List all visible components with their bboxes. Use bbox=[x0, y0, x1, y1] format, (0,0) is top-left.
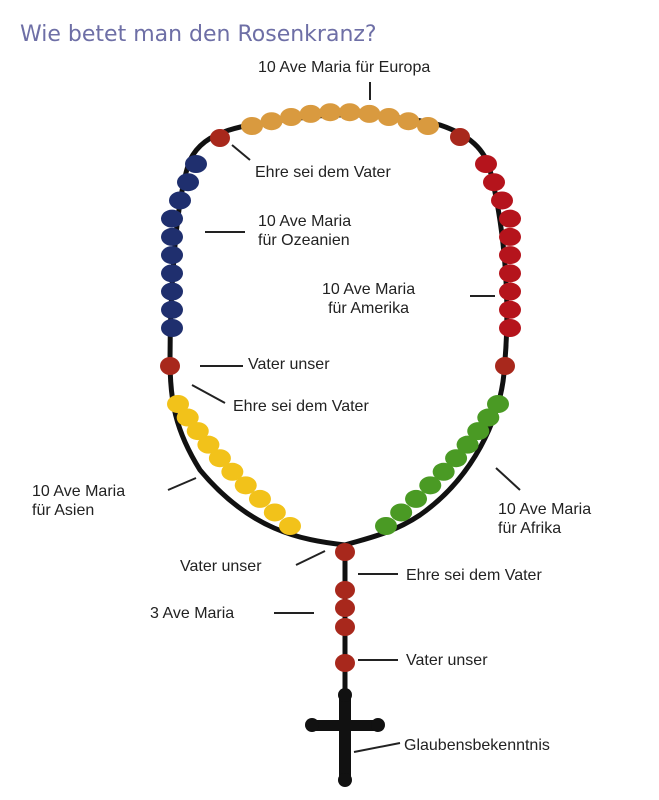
label-line: für Afrika bbox=[498, 520, 562, 537]
bead-amerika bbox=[499, 282, 521, 301]
bead-vater-unser bbox=[210, 129, 230, 147]
bead-ave-maria bbox=[335, 599, 355, 617]
label-glaubens: Glaubensbekenntnis bbox=[404, 737, 550, 754]
bead-amerika bbox=[483, 173, 505, 192]
label-vater-center: Vater unser bbox=[180, 558, 262, 575]
bead-vater-unser bbox=[335, 543, 355, 561]
cross-vertical bbox=[339, 695, 351, 780]
bead-europa bbox=[377, 108, 400, 127]
bead-asien bbox=[279, 517, 301, 535]
bead-amerika bbox=[499, 300, 521, 319]
bead-afrika bbox=[445, 449, 468, 468]
label-ehre-left: Ehre sei dem Vater bbox=[233, 398, 369, 415]
cross-knob bbox=[338, 773, 352, 787]
bead-europa bbox=[260, 112, 283, 131]
bead-ozeanien bbox=[161, 264, 183, 283]
label-ehre-top: Ehre sei dem Vater bbox=[255, 164, 391, 181]
bead-afrika bbox=[477, 408, 500, 427]
bead-ozeanien bbox=[161, 209, 183, 228]
bead-ave-maria bbox=[335, 581, 355, 599]
bead-afrika bbox=[456, 435, 479, 454]
bead-amerika bbox=[499, 319, 521, 337]
label-line: 10 Ave Maria bbox=[322, 281, 416, 298]
bead-europa bbox=[280, 108, 303, 127]
bead-europa bbox=[241, 117, 263, 135]
bead-europa bbox=[358, 104, 381, 123]
cross-horizontal bbox=[312, 720, 378, 731]
label-three-ave: 3 Ave Maria bbox=[150, 605, 235, 622]
bead-ozeanien bbox=[161, 246, 183, 265]
pointer-line bbox=[231, 144, 251, 161]
label-line: 10 Ave Maria bbox=[498, 501, 592, 518]
bead-europa bbox=[417, 117, 439, 135]
bead-vater-unser bbox=[160, 357, 180, 375]
label-line: für Amerika bbox=[328, 300, 409, 317]
bead-afrika bbox=[390, 503, 413, 522]
label-line: 10 Ave Maria bbox=[32, 483, 126, 500]
bead-europa bbox=[397, 112, 420, 131]
bead-asien bbox=[263, 503, 286, 522]
pointer-line bbox=[495, 467, 521, 491]
label-ehre-pendant: Ehre sei dem Vater bbox=[406, 567, 542, 584]
bead-vater-unser bbox=[335, 654, 355, 672]
bead-ozeanien bbox=[177, 173, 199, 192]
cross-knob bbox=[305, 718, 319, 732]
bead-amerika bbox=[491, 191, 513, 210]
bead-europa bbox=[319, 103, 342, 122]
bead-afrika bbox=[405, 489, 428, 508]
label-ozeanien: 10 Ave Maria für Ozeanien bbox=[258, 212, 351, 250]
pointer-line bbox=[167, 477, 197, 491]
page-title: Wie betet man den Rosenkranz? bbox=[20, 22, 377, 47]
cross-knob bbox=[338, 688, 352, 702]
label-europa: 10 Ave Maria für Europa bbox=[258, 59, 431, 76]
bead-asien bbox=[208, 449, 231, 468]
bead-vater-unser bbox=[495, 357, 515, 375]
bead-asien bbox=[167, 395, 189, 413]
bead-asien bbox=[197, 435, 220, 454]
cross-knob bbox=[371, 718, 385, 732]
bead-asien bbox=[186, 422, 209, 441]
label-amerika: 10 Ave Maria für Amerika bbox=[322, 280, 415, 318]
pointer-line bbox=[295, 550, 326, 566]
pointer-line bbox=[191, 384, 226, 404]
bead-afrika bbox=[487, 395, 509, 413]
bead-ozeanien bbox=[161, 319, 183, 337]
bead-asien bbox=[176, 408, 199, 427]
bead-amerika bbox=[499, 227, 521, 246]
bead-amerika bbox=[475, 155, 497, 173]
bead-ozeanien bbox=[161, 282, 183, 301]
label-afrika: 10 Ave Maria für Afrika bbox=[498, 500, 591, 538]
bead-ozeanien bbox=[161, 300, 183, 319]
bead-ave-maria bbox=[335, 618, 355, 636]
label-vater-pendant: Vater unser bbox=[406, 652, 488, 669]
bead-amerika bbox=[499, 264, 521, 283]
pointer-line bbox=[353, 742, 401, 753]
bead-amerika bbox=[499, 246, 521, 265]
bead-afrika bbox=[419, 476, 442, 495]
label-asien: 10 Ave Maria für Asien bbox=[32, 482, 125, 520]
label-vater-left: Vater unser bbox=[248, 356, 330, 373]
bead-ozeanien bbox=[185, 155, 207, 173]
label-line: für Ozeanien bbox=[258, 232, 350, 249]
bead-asien bbox=[221, 462, 244, 481]
bead-amerika bbox=[499, 209, 521, 228]
bead-vater-unser bbox=[450, 128, 470, 146]
label-line: für Asien bbox=[32, 502, 95, 519]
bead-ozeanien bbox=[161, 227, 183, 246]
bead-afrika bbox=[375, 517, 397, 535]
bead-asien bbox=[248, 489, 271, 508]
bead-afrika bbox=[467, 422, 490, 441]
bead-asien bbox=[234, 476, 257, 495]
label-line: 10 Ave Maria bbox=[258, 213, 352, 230]
bead-europa bbox=[338, 103, 361, 122]
bead-afrika bbox=[432, 462, 455, 481]
bead-europa bbox=[299, 104, 322, 123]
bead-ozeanien bbox=[169, 191, 191, 210]
